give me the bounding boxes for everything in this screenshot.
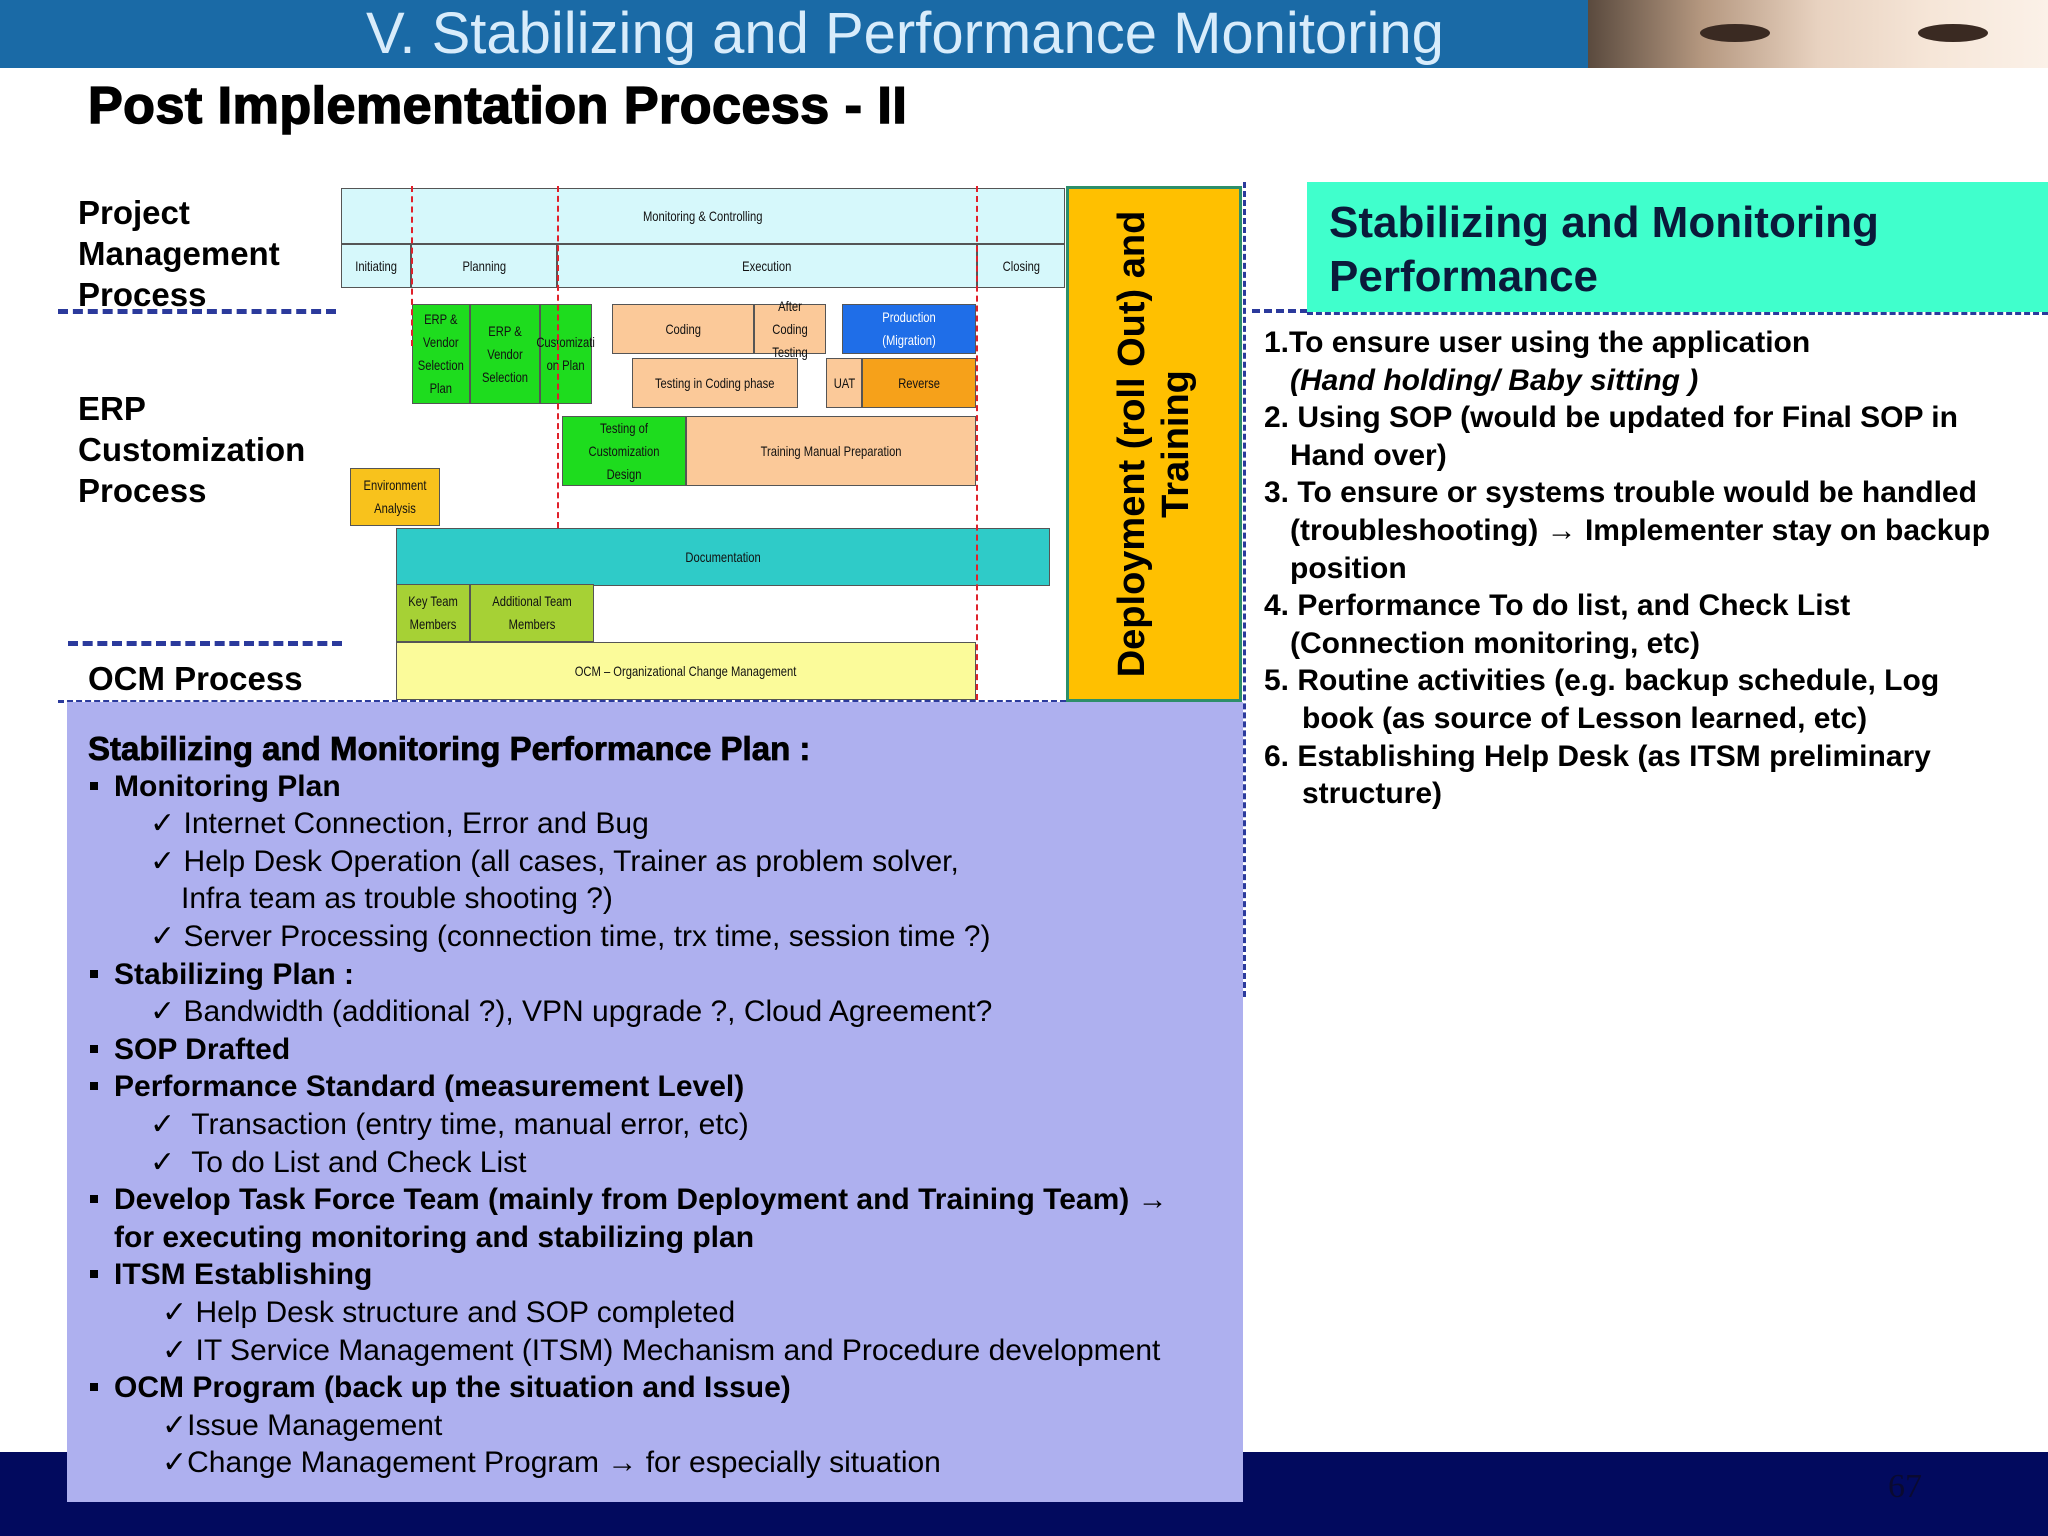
- divider: [68, 641, 342, 646]
- plan-check-item: ✓Change Management Program → for especia…: [162, 1446, 941, 1480]
- plan-box: Stabilizing and Monitoring Performance P…: [67, 702, 1243, 1502]
- plan-check-item: ✓ Help Desk Operation (all cases, Traine…: [150, 844, 959, 878]
- check-icon: ✓: [150, 1145, 192, 1179]
- plan-check-item: ✓ To do List and Check List: [150, 1145, 527, 1179]
- gantt-ocm-bar: OCM – Organizational Change Management: [396, 642, 976, 700]
- plan-check-item: ✓ Internet Connection, Error and Bug: [150, 807, 649, 841]
- gantt-training-manual: Training Manual Preparation: [686, 416, 976, 486]
- erp-customization-label: ERP Customization Process: [78, 390, 306, 509]
- objective-text: 5. Routine activities (e.g. backup sched…: [1264, 664, 1940, 698]
- check-icon: ✓: [162, 1333, 196, 1367]
- gantt-erp-vendor-selection: ERP & Vendor Selection: [470, 304, 540, 404]
- deployment-label: Deployment (roll Out) and Training: [1111, 210, 1197, 678]
- gantt-environment-analysis: Environment Analysis: [350, 468, 440, 526]
- plan-check-item: ✓ Help Desk structure and SOP completed: [162, 1295, 736, 1329]
- objective-detail: position: [1290, 551, 1407, 585]
- objective-text: 2. Using SOP (would be updated for Final…: [1264, 401, 1958, 435]
- plan-bullet: OCM Program (back up the situation and I…: [88, 1369, 1243, 1407]
- check-icon: ✓: [150, 807, 184, 841]
- plan-check-item: ✓ Transaction (entry time, manual error,…: [150, 1107, 749, 1141]
- gantt-after-coding-testing: After Coding Testing: [754, 298, 826, 360]
- check-icon: ✓: [150, 919, 184, 953]
- plan-bullet: SOP Drafted: [88, 1031, 1243, 1069]
- page-title: V. Stabilizing and Performance Monitorin…: [366, 1, 1444, 66]
- gantt-uat: UAT: [826, 358, 862, 408]
- gantt-coding: Coding: [612, 304, 754, 354]
- objective-item: 3. To ensure or systems trouble would be…: [1264, 474, 2044, 587]
- phase-marker: [557, 186, 559, 528]
- divider: [1307, 312, 2048, 315]
- divider: [58, 309, 336, 314]
- gantt-key-team: Key Team Members: [396, 584, 470, 642]
- header-bar: [0, 0, 1588, 68]
- objective-detail: (troubleshooting) → Implementer stay on …: [1290, 513, 1991, 547]
- objective-item: 6. Establishing Help Desk (as ITSM preli…: [1264, 738, 2044, 813]
- header-photo: [1588, 0, 2048, 68]
- gantt-execution: Execution: [557, 244, 977, 288]
- gantt-additional-team: Additional Team Members: [470, 584, 594, 642]
- objective-item: 4. Performance To do list, and Check Lis…: [1264, 587, 2044, 662]
- objective-item: 2. Using SOP (would be updated for Final…: [1264, 399, 2044, 474]
- objective-detail: Hand over): [1290, 438, 1447, 472]
- plan-check-item: ✓ Server Processing (connection time, tr…: [150, 919, 991, 953]
- objective-item: 1.To ensure user using the application (…: [1264, 324, 2044, 399]
- check-icon: ✓: [150, 995, 184, 1029]
- divider: [58, 700, 1066, 703]
- vertical-divider: [1243, 182, 1246, 997]
- gantt-production-migration: Production (Migration): [842, 304, 976, 354]
- objective-text: 3. To ensure or systems trouble would be…: [1264, 476, 1977, 510]
- objective-text: 6. Establishing Help Desk (as ITSM preli…: [1264, 739, 1931, 773]
- gantt-testing-customization-design: Testing of Customization Design: [562, 416, 686, 486]
- plan-title: Stabilizing and Monitoring Performance P…: [88, 730, 811, 768]
- phase-marker: [411, 186, 413, 346]
- page-number: 67: [1888, 1468, 1922, 1505]
- plan-bullet: Monitoring Plan: [88, 768, 1243, 806]
- check-icon: ✓: [150, 844, 184, 878]
- gantt-customization-plan: Customizati on Plan: [537, 304, 595, 404]
- photo-detail: [1700, 24, 1770, 42]
- stabilizing-header: Stabilizing and Monitoring Performance: [1307, 182, 2048, 312]
- objective-detail: book (as source of Lesson learned, etc): [1302, 701, 1868, 735]
- deployment-box: Deployment (roll Out) and Training: [1066, 186, 1242, 702]
- phase-marker: [976, 186, 978, 700]
- check-icon: ✓: [150, 1107, 192, 1141]
- plan-bullet: Performance Standard (measurement Level): [88, 1068, 1243, 1106]
- objective-list: 1.To ensure user using the application (…: [1264, 324, 2044, 813]
- gantt-documentation: Documentation: [396, 528, 1050, 586]
- divider: [1252, 309, 1308, 313]
- photo-detail: [1918, 24, 1988, 42]
- plan-check-item: ✓Issue Management: [162, 1408, 443, 1442]
- gantt-monitoring-bar: Monitoring & Controlling: [341, 188, 1065, 244]
- plan-bullet: Develop Task Force Team (mainly from Dep…: [88, 1181, 1243, 1219]
- objective-detail: structure): [1302, 777, 1443, 811]
- slide-subtitle: Post Implementation Process - II: [87, 76, 908, 136]
- project-management-label: Project Management Process: [78, 194, 280, 313]
- objective-detail: (Hand holding/ Baby sitting ): [1290, 363, 1699, 397]
- plan-bullet: ITSM Establishing: [88, 1256, 1243, 1294]
- gantt-testing-in-coding: Testing in Coding phase: [632, 358, 798, 408]
- check-icon: ✓: [162, 1408, 188, 1442]
- objective-text: 1.To ensure user using the application: [1264, 326, 1811, 359]
- check-icon: ✓: [162, 1446, 188, 1480]
- gantt-planning: Planning: [411, 244, 557, 288]
- gantt-erp-vendor-selection-plan: ERP & Vendor Selection Plan: [412, 304, 470, 404]
- plan-bullet-continuation: for executing monitoring and stabilizing…: [114, 1220, 755, 1254]
- plan-bullet: Stabilizing Plan :: [88, 956, 1243, 994]
- plan-check-continuation: Infra team as trouble shooting ?): [181, 882, 613, 916]
- gantt-closing: Closing: [977, 244, 1065, 288]
- objective-detail: (Connection monitoring, etc): [1290, 626, 1700, 660]
- objective-text: 4. Performance To do list, and Check Lis…: [1264, 589, 1851, 623]
- ocm-process-label: OCM Process: [88, 660, 303, 697]
- check-icon: ✓: [162, 1295, 196, 1329]
- gantt-diagram: Monitoring & Controlling Initiating Plan…: [340, 186, 1066, 702]
- plan-check-item: ✓ Bandwidth (additional ?), VPN upgrade …: [150, 995, 993, 1029]
- gantt-initiating: Initiating: [341, 244, 411, 288]
- plan-check-item: ✓ IT Service Management (ITSM) Mechanism…: [162, 1333, 1161, 1367]
- gantt-reverse: Reverse: [862, 358, 976, 408]
- objective-item: 5. Routine activities (e.g. backup sched…: [1264, 662, 2044, 737]
